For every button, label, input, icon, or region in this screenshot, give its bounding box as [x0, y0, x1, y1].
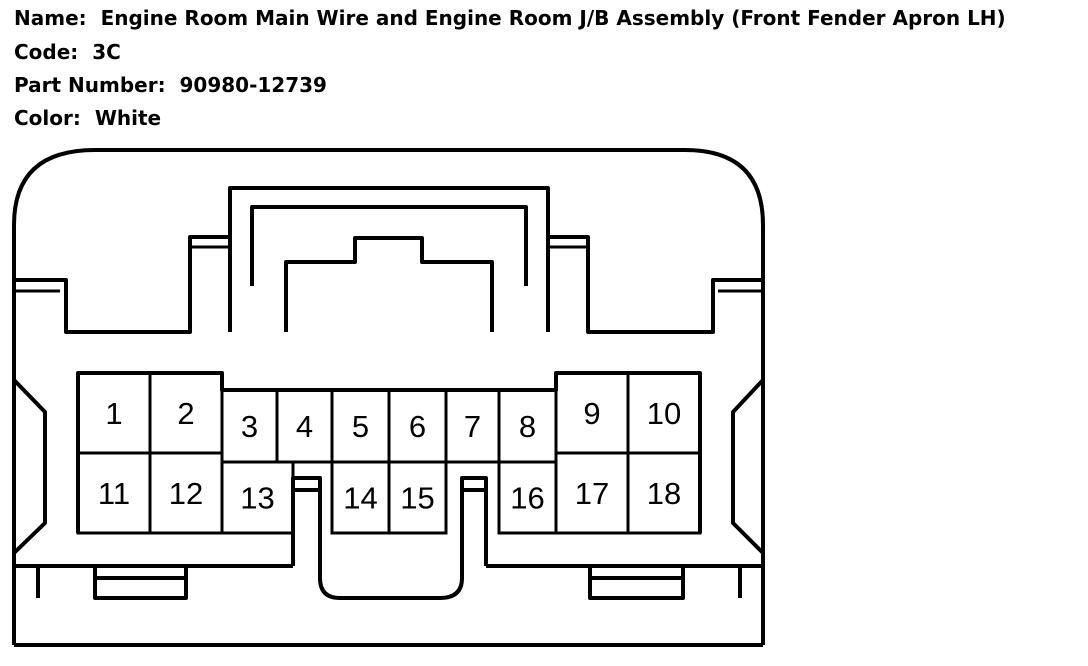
- pin-cells: [76, 371, 702, 535]
- code-label: Code:: [14, 40, 79, 64]
- left-side-notch: [12, 378, 47, 555]
- connector-code-line: Code: 3C: [14, 40, 121, 64]
- part-number-value: 90980-12739: [179, 73, 327, 97]
- pin-label-3: 3: [241, 409, 258, 444]
- part-number-line: Part Number: 90980-12739: [14, 73, 327, 97]
- pin-label-6: 6: [409, 409, 426, 444]
- housing-outline: [12, 148, 765, 645]
- color-label: Color:: [14, 106, 81, 130]
- pin-label-15: 15: [400, 481, 434, 516]
- color-value: White: [94, 106, 162, 130]
- pin-label-10: 10: [647, 396, 681, 431]
- latch-outer: [228, 186, 550, 332]
- latch-tab: [284, 236, 494, 332]
- name-label: Name:: [14, 6, 87, 30]
- bottom-slot-right: [588, 566, 685, 600]
- pin-cell-18: [626, 451, 702, 535]
- guide-key-left: [291, 476, 464, 600]
- pin-label-9: 9: [583, 396, 600, 431]
- pin-label-14: 14: [343, 481, 377, 516]
- bottom-slot-left: [93, 566, 188, 600]
- pin-label-7: 7: [464, 409, 481, 444]
- right-side-notch: [731, 378, 765, 555]
- left-ledge: [14, 235, 230, 334]
- pin-label-18: 18: [647, 476, 681, 511]
- pin-label-17: 17: [575, 476, 609, 511]
- color-line: Color: White: [14, 106, 161, 130]
- pin-cell-15: [387, 460, 448, 535]
- code-value: 3C: [92, 40, 121, 64]
- pin-label-4: 4: [296, 409, 313, 444]
- guide-key-right: [460, 476, 488, 566]
- pin-label-13: 13: [240, 481, 274, 516]
- pin-label-5: 5: [352, 409, 369, 444]
- connector-name-line: Name: Engine Room Main Wire and Engine R…: [14, 6, 1006, 30]
- pin-label-1: 1: [105, 396, 122, 431]
- latch-inner: [250, 205, 528, 286]
- part-number-label: Part Number:: [14, 73, 166, 97]
- pin-label-8: 8: [519, 409, 536, 444]
- pin-label-11: 11: [98, 476, 130, 511]
- pin-label-12: 12: [169, 476, 203, 511]
- pin-cell-13: [220, 460, 295, 535]
- pin-label-2: 2: [177, 396, 194, 431]
- pin-label-16: 16: [510, 481, 544, 516]
- name-value: Engine Room Main Wire and Engine Room J/…: [100, 6, 1006, 30]
- right-ledge: [548, 235, 763, 334]
